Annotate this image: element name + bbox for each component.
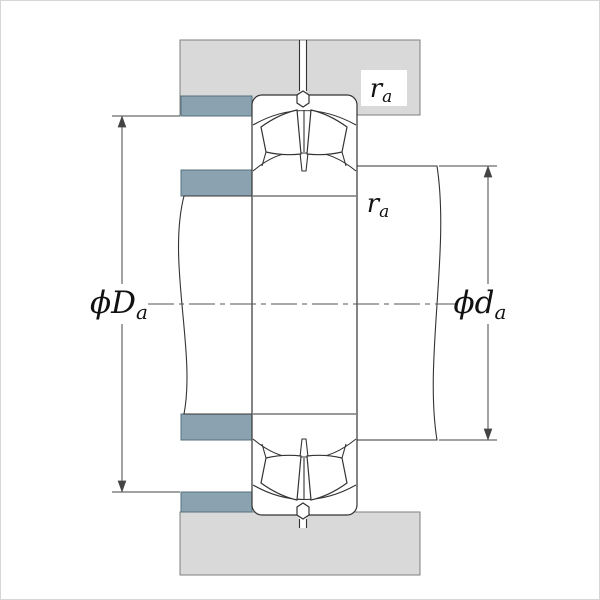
oil-slot-lines-bottom bbox=[298, 519, 308, 528]
roller-bottom-left bbox=[260, 454, 302, 501]
bearing-internals-bottom bbox=[252, 413, 357, 528]
housing-abutment-zone-top bbox=[180, 95, 253, 117]
shaft-right-fill bbox=[357, 166, 441, 440]
oil-hole-hex-bottom bbox=[296, 502, 310, 520]
roller-bottom-right bbox=[306, 454, 348, 501]
label-housing-fillet-radius: ra bbox=[370, 74, 393, 107]
shaft-left bbox=[177, 195, 252, 415]
shaft-left-fill bbox=[178, 196, 252, 414]
oil-slot-fill bbox=[299, 40, 307, 93]
oil-slot-lines bbox=[298, 40, 308, 91]
label-shaft-fillet-radius: ra bbox=[367, 189, 390, 222]
shaft-abutment-zone-bottom bbox=[180, 413, 253, 441]
dimensions: ϕDa ϕda bbox=[90, 115, 507, 493]
raceways-bottom bbox=[252, 413, 357, 500]
oil-hole-bottom bbox=[296, 502, 310, 528]
extension-lines bbox=[112, 115, 497, 493]
roller-top-right bbox=[306, 109, 348, 156]
bearing-internals-top bbox=[252, 90, 357, 197]
label-shaft-abutment-diameter: ϕda bbox=[454, 285, 507, 324]
housing-abutment-zone-bottom bbox=[180, 491, 253, 513]
oil-hole-top bbox=[298, 40, 308, 93]
oil-slot-fill-bottom bbox=[299, 517, 307, 528]
fillet-labels: ra ra bbox=[361, 70, 407, 222]
label-housing-abutment-diameter: ϕDa bbox=[90, 285, 148, 324]
bearing-outline bbox=[251, 94, 358, 516]
oil-hole-hex-top bbox=[296, 90, 310, 108]
shaft-left-break-line bbox=[177, 195, 252, 415]
roller-top-left bbox=[260, 109, 302, 156]
label-halo-housing-fillet bbox=[361, 70, 407, 106]
shaft-abutment-zone-top bbox=[180, 169, 253, 197]
raceways-top bbox=[252, 110, 357, 197]
